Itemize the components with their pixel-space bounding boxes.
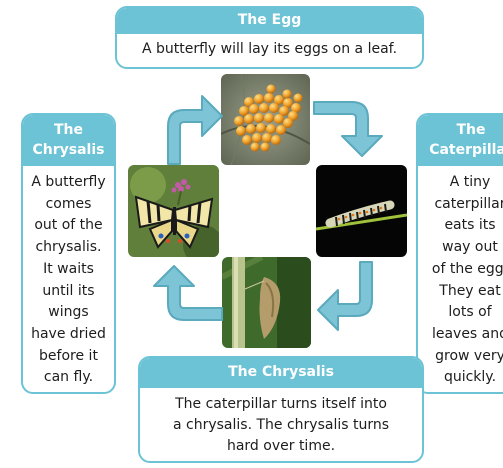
text-line: leaves and: [420, 324, 503, 346]
chrysalis-card-text: The caterpillar turns itself into a chry…: [140, 388, 422, 457]
text-line: comes: [25, 194, 112, 216]
text-line: quickly.: [420, 367, 503, 389]
caterpillar-card-title-line: The: [418, 120, 503, 140]
butterfly-card-title-line: The: [23, 120, 114, 140]
cycle-arrow-icon: [310, 254, 390, 342]
text-line: lots of: [420, 302, 503, 324]
text-line: a chrysalis. The chrysalis turns: [146, 415, 416, 436]
text-line: have dried: [25, 324, 112, 346]
text-line: A butterfly: [25, 172, 112, 194]
chrysalis-card-title: The Chrysalis: [140, 358, 422, 388]
caterpillar-card-title-line: Caterpillar: [418, 140, 503, 160]
caterpillar-photo: [316, 165, 407, 257]
egg-title: The Egg: [117, 8, 422, 34]
eggs-photo: [221, 74, 310, 165]
egg-card: The Egg A butterfly will lay its eggs on…: [115, 6, 424, 69]
butterfly-card: The Chrysalis A butterfly comes out of t…: [21, 113, 116, 394]
text-line: grow very: [420, 346, 503, 368]
butterfly-card-title-line: Chrysalis: [23, 140, 114, 160]
chrysalis-card: The Chrysalis The caterpillar turns itse…: [138, 356, 424, 463]
text-line: wings: [25, 302, 112, 324]
cycle-arrow-icon: [306, 84, 394, 164]
caterpillar-card: The Caterpillar A tiny caterpillar eats …: [416, 113, 503, 394]
butterfly-card-title: The Chrysalis: [23, 115, 114, 166]
text-line: The caterpillar turns itself into: [146, 394, 416, 415]
egg-text: A butterfly will lay its eggs on a leaf.: [117, 34, 422, 60]
text-line: hard over time.: [146, 436, 416, 457]
text-line: out of the: [25, 215, 112, 237]
cycle-arrow-icon: [142, 258, 230, 338]
caterpillar-card-title: The Caterpillar: [418, 115, 503, 166]
text-line: eats its: [420, 215, 503, 237]
text-line: caterpillar: [420, 194, 503, 216]
cycle-arrow-icon: [150, 84, 230, 172]
text-line: They eat: [420, 281, 503, 303]
text-line: chrysalis.: [25, 237, 112, 259]
butterfly-photo: [128, 165, 219, 257]
text-line: It waits: [25, 259, 112, 281]
butterfly-card-text: A butterfly comes out of the chrysalis. …: [23, 166, 114, 389]
text-line: can fly.: [25, 367, 112, 389]
caterpillar-card-text: A tiny caterpillar eats its way out of t…: [418, 166, 503, 389]
text-line: of the egg.: [420, 259, 503, 281]
text-line: until its: [25, 281, 112, 303]
text-line: A tiny: [420, 172, 503, 194]
text-line: before it: [25, 346, 112, 368]
text-line: way out: [420, 237, 503, 259]
chrysalis-photo: [222, 257, 311, 348]
